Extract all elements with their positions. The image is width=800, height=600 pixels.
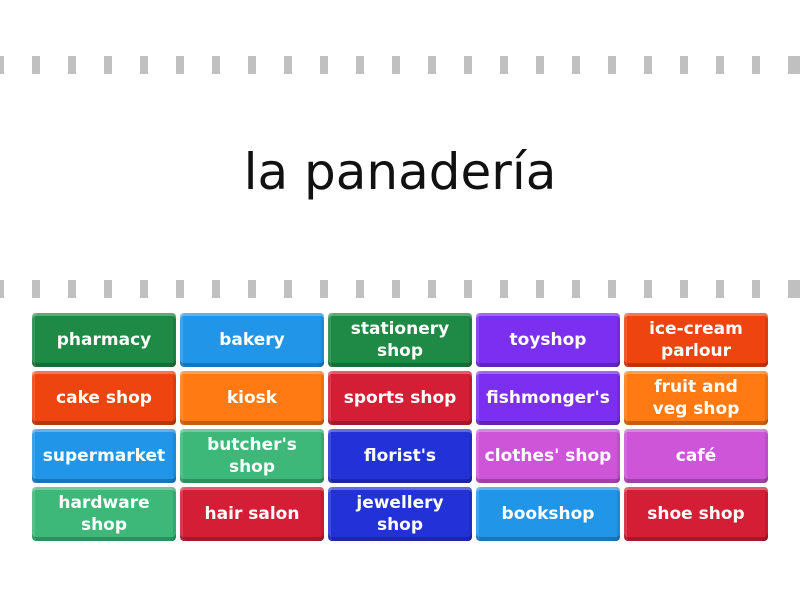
- answer-tile[interactable]: cake shop: [32, 371, 176, 425]
- answer-tile[interactable]: ice-cream parlour: [624, 313, 768, 367]
- answer-tile[interactable]: bookshop: [476, 487, 620, 541]
- answer-tile-label: café: [675, 446, 717, 466]
- answer-tile-label: ice-cream parlour: [649, 319, 743, 361]
- prompt-word: la panadería: [243, 143, 557, 201]
- answer-tile[interactable]: jewellery shop: [328, 487, 472, 541]
- answer-tile[interactable]: florist's: [328, 429, 472, 483]
- answer-tile-label: fishmonger's: [486, 388, 610, 408]
- answer-tile-label: bakery: [219, 330, 285, 350]
- answer-tile-label: toyshop: [509, 330, 587, 350]
- answer-tile-label: hardware shop: [58, 493, 150, 535]
- answer-tile[interactable]: shoe shop: [624, 487, 768, 541]
- answer-tile-label: supermarket: [42, 446, 166, 466]
- answer-tile[interactable]: hair salon: [180, 487, 324, 541]
- answer-tile-label: cake shop: [56, 388, 152, 408]
- answer-tile[interactable]: fruit and veg shop: [624, 371, 768, 425]
- answer-tile[interactable]: stationery shop: [328, 313, 472, 367]
- answer-tile[interactable]: fishmonger's: [476, 371, 620, 425]
- answer-tile[interactable]: pharmacy: [32, 313, 176, 367]
- answer-tile[interactable]: kiosk: [180, 371, 324, 425]
- answer-tile-label: jewellery shop: [356, 493, 444, 535]
- answer-tile[interactable]: hardware shop: [32, 487, 176, 541]
- answer-tile-label: hair salon: [204, 504, 300, 524]
- bottom-dashed-divider: [0, 280, 800, 298]
- answer-tile[interactable]: butcher's shop: [180, 429, 324, 483]
- answer-tile[interactable]: toyshop: [476, 313, 620, 367]
- answer-tile-label: fruit and veg shop: [652, 377, 740, 419]
- answer-tile-label: butcher's shop: [207, 435, 297, 477]
- answer-tile-label: pharmacy: [56, 330, 152, 350]
- answer-tile-grid: pharmacy bakery stationery shop toyshop ice-…: [32, 313, 768, 541]
- top-dashed-divider: [0, 56, 800, 74]
- answer-tile-label: kiosk: [226, 388, 278, 408]
- answer-tile[interactable]: clothes' shop: [476, 429, 620, 483]
- answer-tile-label: clothes' shop: [484, 446, 612, 466]
- answer-tile-label: shoe shop: [647, 504, 745, 524]
- answer-tile-label: bookshop: [501, 504, 595, 524]
- answer-tile-label: stationery shop: [350, 319, 450, 361]
- answer-tile[interactable]: sports shop: [328, 371, 472, 425]
- answer-tile[interactable]: supermarket: [32, 429, 176, 483]
- answer-tile-label: florist's: [363, 446, 437, 466]
- answer-tile[interactable]: bakery: [180, 313, 324, 367]
- answer-tile[interactable]: café: [624, 429, 768, 483]
- answer-tile-label: sports shop: [343, 388, 457, 408]
